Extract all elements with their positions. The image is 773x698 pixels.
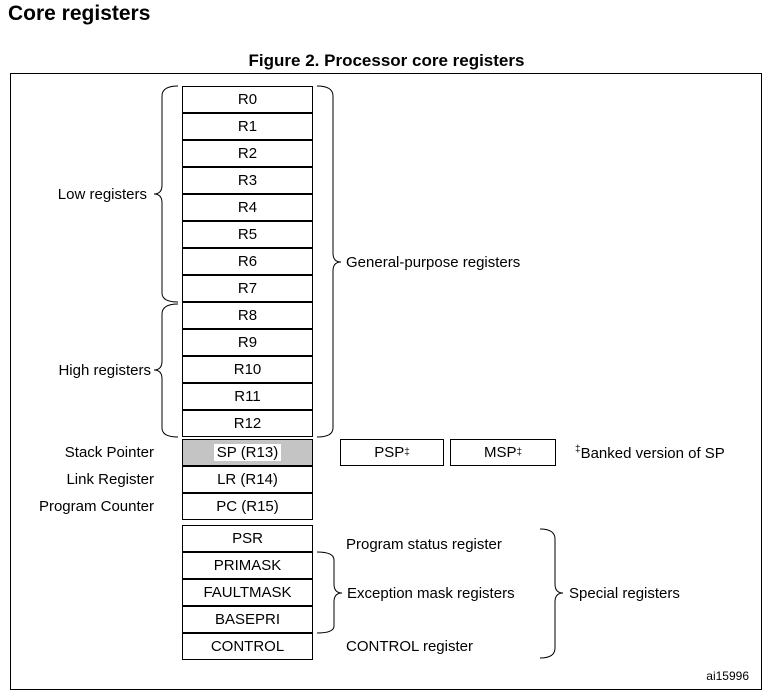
register-r10: R10 — [182, 356, 313, 383]
general-purpose-label: General-purpose registers — [346, 254, 521, 271]
banked-note-marker: ‡ — [575, 444, 581, 455]
low-registers-label: Low registers — [57, 186, 147, 203]
register-r4: R4 — [182, 194, 313, 221]
high-registers-brace — [153, 303, 179, 438]
register-sp-label: SP (R13) — [213, 444, 282, 461]
exception-mask-brace — [316, 551, 343, 634]
program-status-label: Program status register — [346, 536, 502, 553]
register-primask: PRIMASK — [182, 552, 313, 579]
register-basepri: BASEPRI — [182, 606, 313, 633]
psp-box: PSP‡ — [340, 439, 444, 466]
figure-title: Figure 2. Processor core registers — [248, 51, 525, 70]
page-heading: Core registers — [8, 2, 151, 25]
register-r7: R7 — [182, 275, 313, 302]
register-r1: R1 — [182, 113, 313, 140]
figure-frame — [10, 73, 762, 690]
register-r2: R2 — [182, 140, 313, 167]
register-r11: R11 — [182, 383, 313, 410]
register-r5: R5 — [182, 221, 313, 248]
register-psr: PSR — [182, 525, 313, 552]
high-registers-label: High registers — [58, 362, 151, 379]
register-faultmask: FAULTMASK — [182, 579, 313, 606]
low-registers-brace — [153, 85, 179, 303]
register-pc: PC (R15) — [182, 493, 313, 520]
figure-id: ai15996 — [706, 669, 749, 683]
register-lr: LR (R14) — [182, 466, 313, 493]
banked-note-text: Banked version of SP — [580, 445, 725, 462]
register-r6: R6 — [182, 248, 313, 275]
register-r3: R3 — [182, 167, 313, 194]
register-control: CONTROL — [182, 633, 313, 660]
special-registers-brace — [539, 528, 564, 659]
register-r12: R12 — [182, 410, 313, 437]
program-counter-label: Program Counter — [38, 498, 154, 515]
psp-label: PSP — [374, 444, 405, 461]
control-register-label: CONTROL register — [346, 638, 473, 655]
msp-box: MSP‡ — [450, 439, 556, 466]
msp-label: MSP — [483, 444, 517, 461]
register-r8: R8 — [182, 302, 313, 329]
link-register-label: Link Register — [66, 471, 154, 488]
banked-note: ‡Banked version of SP — [575, 445, 725, 463]
register-r9: R9 — [182, 329, 313, 356]
exception-mask-label: Exception mask registers — [347, 585, 515, 602]
stack-pointer-label: Stack Pointer — [64, 444, 154, 461]
special-registers-label: Special registers — [569, 585, 680, 602]
general-purpose-brace — [316, 85, 342, 438]
register-sp: SP (R13) — [182, 439, 313, 466]
register-r0: R0 — [182, 86, 313, 113]
